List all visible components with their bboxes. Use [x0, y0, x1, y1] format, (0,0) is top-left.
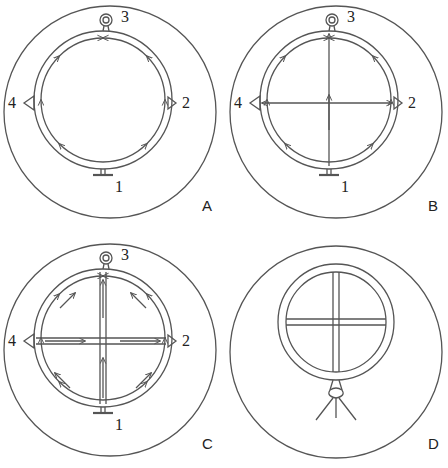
callout-number: 2	[182, 333, 190, 349]
callout-number: 4	[8, 95, 16, 111]
callout-number: 4	[8, 333, 16, 349]
callout-number: 2	[182, 95, 190, 111]
dish-outline	[230, 246, 442, 458]
callout-number: 2	[408, 95, 416, 111]
wheel-figure	[278, 264, 394, 420]
callout-number: 3	[121, 247, 129, 263]
cross-arrows	[262, 34, 392, 166]
ring-figure	[24, 14, 176, 175]
panel-letter: C	[202, 436, 213, 452]
ring-figure	[24, 252, 176, 413]
ring-figure	[250, 14, 402, 175]
dish-outline	[4, 6, 216, 218]
callout-number: 3	[121, 9, 129, 25]
callout-number: 1	[115, 417, 123, 433]
dish-outline	[230, 6, 442, 218]
panel-letter: A	[202, 198, 212, 214]
callout-number: 1	[115, 179, 123, 195]
callout-number: 4	[234, 95, 242, 111]
panel-letter: D	[428, 436, 439, 452]
dish-outline	[4, 244, 216, 456]
callout-number: 3	[347, 9, 355, 25]
cross-arrows	[36, 272, 166, 404]
panel-letter: B	[428, 198, 438, 214]
callout-number: 1	[341, 179, 349, 195]
